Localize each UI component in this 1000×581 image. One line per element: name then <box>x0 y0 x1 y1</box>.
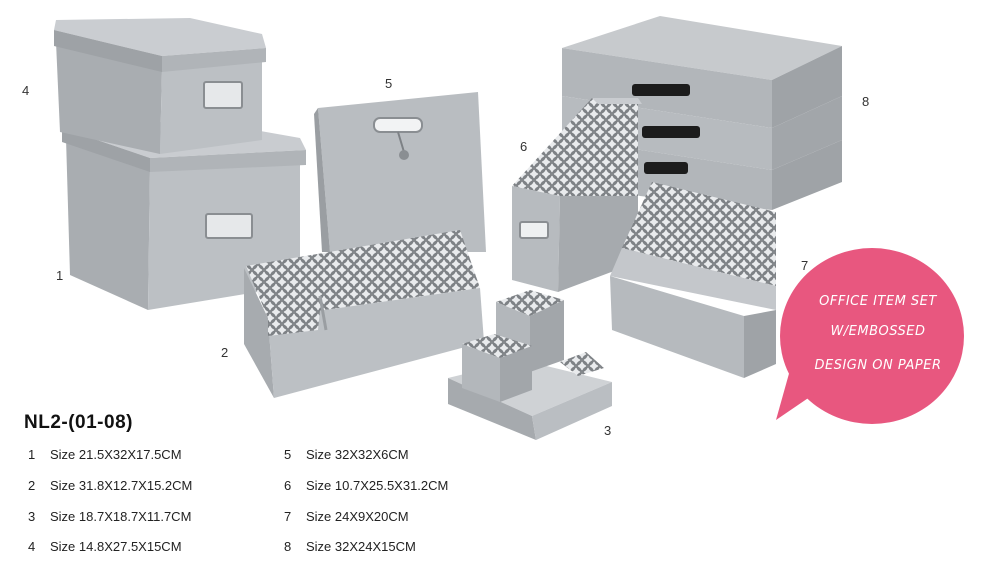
bubble-line-2: W/EMBOSSED <box>830 324 926 339</box>
callout-1: 1 <box>56 268 64 283</box>
callout-6: 6 <box>520 139 528 154</box>
magazine-holder <box>512 98 642 292</box>
pen-caddy <box>448 290 612 440</box>
storage-box-small <box>54 18 266 154</box>
callout-4: 4 <box>22 83 30 98</box>
document-bag <box>314 92 486 252</box>
callout-3: 3 <box>604 423 612 438</box>
product-code-title: NL2-(01-08) <box>24 412 133 433</box>
callout-2: 2 <box>221 345 229 360</box>
bubble-line-3: DESIGN ON PAPER <box>814 358 942 373</box>
promo-speech-bubble <box>776 248 964 424</box>
desk-organizer <box>244 230 484 398</box>
callout-8: 8 <box>862 94 870 109</box>
letter-rack <box>610 182 776 378</box>
bubble-line-1: OFFICE ITEM SET <box>819 294 937 309</box>
callout-5: 5 <box>385 76 393 91</box>
callout-7: 7 <box>801 258 809 273</box>
